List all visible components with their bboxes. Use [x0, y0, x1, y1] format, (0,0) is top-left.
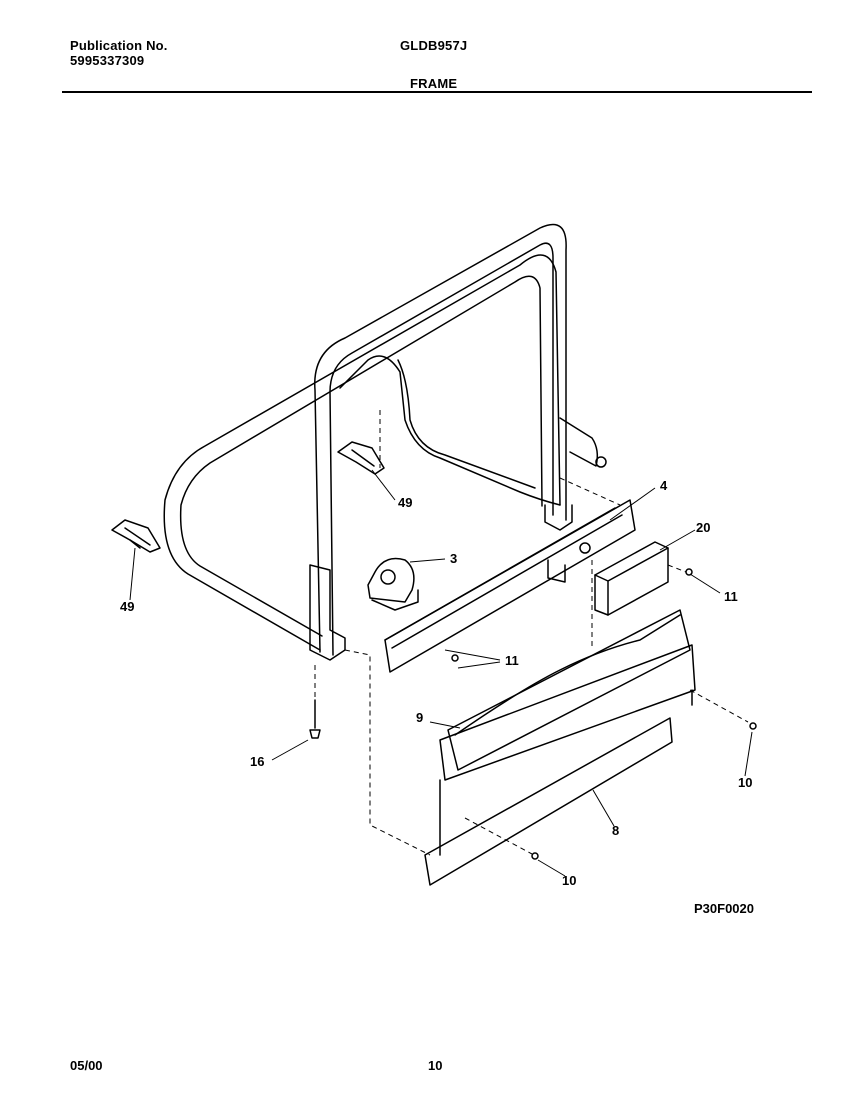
callout-49-rear: 49: [398, 495, 412, 510]
callout-3: 3: [450, 551, 457, 566]
screw-11-left: [451, 654, 459, 662]
callout-4: 4: [660, 478, 668, 493]
frame-outer-loop: [163, 254, 561, 651]
screw-16: [309, 699, 321, 739]
guide-screw-10-left: [464, 817, 533, 855]
kick-plate-lower: [424, 717, 673, 886]
frame-front-arch-inner: [329, 242, 554, 656]
toe-panel-9: [447, 609, 691, 771]
frame-front-arch: [314, 223, 567, 653]
leader-11-right: [689, 573, 721, 594]
publication-number: 5995337309: [70, 53, 145, 68]
leader-8: [592, 789, 615, 827]
section-title: FRAME: [410, 76, 458, 91]
leader-9: [429, 721, 461, 729]
rear-right-foot: [559, 417, 599, 467]
leader-10-right: [744, 731, 753, 777]
page-number: 10: [428, 1058, 443, 1073]
callout-11-right: 11: [724, 589, 738, 604]
screw-10-left: [531, 852, 539, 860]
leader-49-rear: [371, 469, 396, 501]
callout-11-left: 11: [505, 653, 519, 668]
callout-8: 8: [612, 823, 619, 838]
callout-10-left: 10: [562, 873, 576, 888]
figure-code: P30F0020: [694, 901, 754, 916]
kick-plate-8: [439, 644, 696, 781]
frame-back-contour: [339, 355, 561, 506]
screw-10-right: [749, 722, 757, 730]
leader-49-left: [129, 547, 136, 601]
callout-10-right: 10: [738, 775, 752, 790]
frame-inner-loop: [179, 275, 543, 637]
front-right-post: [544, 504, 573, 531]
publication-label: Publication No.: [70, 38, 168, 53]
rail-bracket: [547, 559, 566, 583]
guide-front-rail: [344, 649, 431, 856]
leader-3: [409, 558, 446, 563]
screw-11-right: [685, 568, 693, 576]
bracket-20: [594, 541, 669, 616]
leader-11-left: [444, 649, 501, 669]
callout-16: 16: [250, 754, 264, 769]
callout-20: 20: [696, 520, 710, 535]
leader-20: [659, 529, 696, 551]
front-left-post: [309, 564, 346, 661]
callout-49-left: 49: [120, 599, 134, 614]
leveling-leg-rear: [337, 441, 385, 475]
model-number: GLDB957J: [400, 38, 468, 53]
valve-assembly: [367, 557, 415, 603]
header-rule: [62, 91, 812, 93]
leader-4: [609, 487, 656, 521]
leader-10-left: [537, 859, 566, 877]
guide-screw-10-right: [689, 689, 749, 723]
footer-date: 05/00: [70, 1058, 103, 1073]
frame-back-contour-inner: [397, 359, 536, 489]
mounting-rail: [384, 499, 636, 673]
rear-foot-nub: [595, 456, 607, 468]
callout-9: 9: [416, 710, 423, 725]
leader-16: [271, 739, 309, 761]
guide-rear-foot: [559, 477, 621, 506]
guide-screw-11-right: [667, 564, 687, 573]
